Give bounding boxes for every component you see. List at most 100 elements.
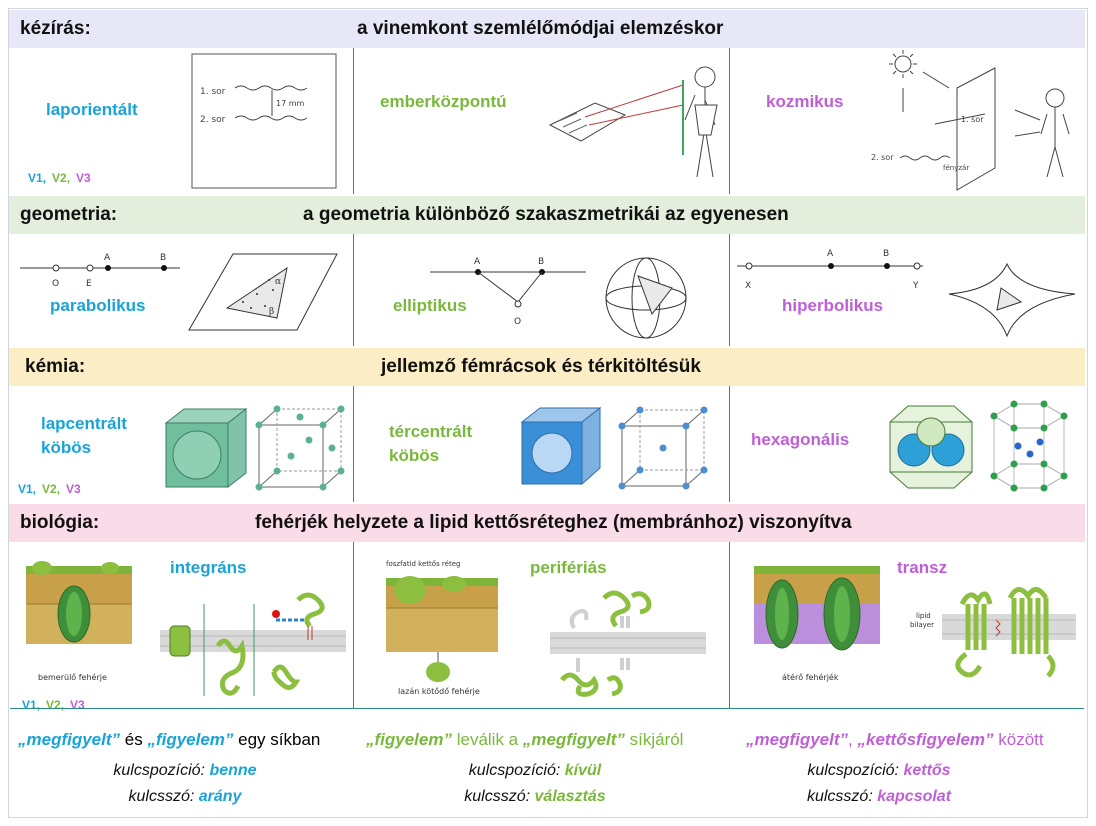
- cosmic-row1: 1. sor: [961, 115, 984, 124]
- lazan-label: lazán kötődő fehérje: [398, 686, 480, 696]
- summary-term: „megfigyelt”: [18, 730, 121, 749]
- vtag-v2: V2,: [42, 482, 61, 496]
- column-divider: [729, 48, 730, 194]
- hcp-packing-model: [889, 405, 973, 489]
- angle-beta: β: [269, 307, 274, 317]
- version-tags: V1,V2,V3: [18, 482, 87, 496]
- key-position-value: benne: [209, 762, 257, 779]
- parabolic-line-diagram: O E A B: [20, 253, 180, 289]
- lipid-word: lipid: [916, 612, 931, 620]
- elliptic-line-diagram: A B O: [430, 257, 586, 327]
- vtag-v1: V1,: [28, 171, 47, 185]
- keyword-label: kulcsszó:: [806, 788, 873, 805]
- label-laporientalt: laporientált: [46, 100, 138, 119]
- sketch-row2: 2. sor: [200, 115, 226, 125]
- label-emberkozpontu: emberközpontú: [380, 92, 507, 111]
- header-geometry: geometria: a geometria különböző szakasz…: [9, 196, 1085, 234]
- vtag-v2: V2,: [46, 698, 65, 712]
- vtag-v3: V3: [76, 171, 91, 185]
- label-transz: transz: [897, 558, 948, 577]
- sketch-paper-illustration: 1. sor 2. sor 17 mm: [191, 53, 337, 189]
- point-o: O: [514, 317, 521, 327]
- keyword-value: választás: [534, 788, 606, 805]
- summary-term: „figyelem”: [366, 730, 452, 749]
- point-a: A: [474, 257, 481, 267]
- point-y: Y: [912, 281, 919, 291]
- integral-protein-diagram: [160, 592, 346, 696]
- transmembrane-protein-diagram: lipid bilayer: [910, 587, 1076, 678]
- person-viewing-paper-illustration: [548, 66, 718, 178]
- key-position-label: kulcspozíció:: [807, 762, 899, 779]
- key-position-value: kívül: [564, 762, 602, 779]
- keyword-transz: kulcsszó: kapcsolat: [754, 788, 1004, 806]
- point-b: B: [883, 249, 889, 259]
- summary-transz: „megfigyelt”, „kettősfigyelem” között: [746, 730, 1044, 750]
- sketch-mm: 17 mm: [276, 99, 305, 108]
- header-key: geometria:: [20, 204, 118, 225]
- label-kozmikus: kozmikus: [766, 92, 844, 111]
- point-x: X: [745, 281, 751, 291]
- column-divider: [353, 386, 354, 502]
- summary-term: „kettősfigyelem”: [857, 730, 994, 749]
- point-b: B: [160, 253, 166, 263]
- fcc-packing-model: [164, 407, 248, 489]
- cosmic-row2: 2. sor: [871, 153, 894, 162]
- elliptic-sphere: [605, 257, 687, 339]
- cosmic-viewpoint-illustration: 2. sor 1. sor fényzár: [871, 50, 1070, 191]
- fcc-lattice-cube: [255, 405, 345, 491]
- header-biology: biológia: fehérjék helyzete a lipid kett…: [9, 504, 1085, 542]
- column-divider: [729, 386, 730, 502]
- point-e: E: [86, 279, 92, 289]
- key-position-integrans: kulcspozíció: benne: [60, 762, 310, 780]
- atero-label: átérő fehérjék: [782, 672, 839, 682]
- vtag-v3: V3: [70, 698, 85, 712]
- vtag-v2: V2,: [52, 171, 71, 185]
- header-title: fehérjék helyzete a lipid kettősréteghez…: [255, 512, 852, 533]
- key-position-label: kulcspozíció:: [468, 762, 561, 779]
- header-title: jellemző fémrácsok és térkitöltésük: [381, 356, 701, 377]
- summary-divider: [10, 708, 1084, 709]
- keyword-label: kulcsszó:: [128, 788, 195, 805]
- column-divider: [353, 542, 354, 708]
- header-handwriting: kézírás: a vinemkont szemlélőmódjai elem…: [9, 10, 1085, 48]
- hcp-lattice: [990, 400, 1068, 492]
- label-periferias: perifériás: [530, 558, 607, 577]
- hyperbolic-line-diagram: X A B Y: [737, 249, 923, 291]
- summary-text: ,: [848, 730, 858, 749]
- foszfatid-label: foszfatid kettős réteg: [386, 559, 460, 568]
- key-position-label: kulcspozíció:: [113, 762, 205, 779]
- summary-text: leválik a: [451, 730, 523, 749]
- header-key: biológia:: [20, 512, 100, 533]
- keyword-value: kapcsolat: [877, 788, 952, 805]
- version-tags: V1, V2, V3: [28, 171, 97, 185]
- keyword-label: kulcsszó:: [464, 788, 531, 805]
- column-divider: [353, 48, 354, 194]
- summary-text: síkjáról: [624, 730, 684, 749]
- vtag-v1: V1,: [22, 698, 41, 712]
- header-key: kézírás:: [20, 18, 91, 39]
- point-b: B: [538, 257, 544, 267]
- bemerulo-label: bemerülő fehérje: [38, 672, 107, 682]
- column-divider: [729, 234, 730, 346]
- summary-periferias: „figyelem” leválik a „megfigyelt” síkjár…: [366, 730, 683, 750]
- summary-term: „megfigyelt”: [522, 730, 625, 749]
- peripheral-protein-membrane: foszfatid kettős réteg lazán kötődő fehé…: [386, 559, 498, 696]
- key-position-periferias: kulcspozíció: kívül: [410, 762, 660, 780]
- label-parabolikus: parabolikus: [50, 296, 146, 315]
- integral-protein-membrane: bemerülő fehérje: [26, 561, 132, 682]
- header-title: a vinemkont szemlélőmódjai elemzéskor: [357, 18, 724, 39]
- label-hiperbolikus: hiperbolikus: [782, 296, 884, 315]
- label-tercentralt: tércentrált köbös: [389, 422, 473, 465]
- summary-integrans: „megfigyelt” és „figyelem” egy síkban: [18, 730, 320, 750]
- summary-text: egy síkban: [233, 730, 321, 749]
- header-chemistry: kémia: jellemző fémrácsok és térkitöltés…: [9, 348, 1085, 386]
- bcc-lattice-cube: [618, 406, 708, 490]
- keyword-integrans: kulcsszó: arány: [60, 788, 310, 806]
- keyword-periferias: kulcsszó: választás: [410, 788, 660, 806]
- vtag-v1: V1,: [18, 482, 37, 496]
- header-title: a geometria különböző szakaszmetrikái az…: [303, 204, 789, 225]
- column-divider: [353, 234, 354, 346]
- point-o: O: [52, 279, 59, 289]
- point-a: A: [104, 253, 111, 263]
- sketch-row1: 1. sor: [200, 87, 226, 97]
